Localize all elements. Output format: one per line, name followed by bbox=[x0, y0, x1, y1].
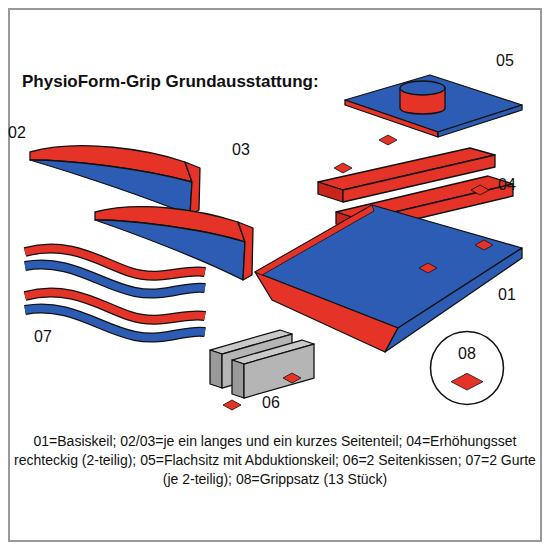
grip-piece bbox=[223, 400, 241, 410]
callout-number: 08 bbox=[458, 345, 476, 363]
diagram-title: PhysioForm-Grip Grundausstattung: bbox=[22, 72, 319, 92]
callout-number: 04 bbox=[498, 176, 516, 194]
caption: 01=Basiskeil; 02/03=je ein langes und ei… bbox=[14, 432, 536, 489]
callout-number: 01 bbox=[498, 286, 516, 304]
grip-piece bbox=[379, 135, 397, 145]
callout-number: 02 bbox=[8, 124, 26, 142]
callout-number: 03 bbox=[232, 141, 250, 159]
callout-number: 07 bbox=[34, 328, 52, 346]
grip-piece bbox=[471, 185, 489, 195]
circle-callout: 08 bbox=[429, 330, 505, 406]
grip-piece bbox=[419, 263, 437, 273]
grip-piece bbox=[334, 163, 352, 173]
callout-number: 05 bbox=[496, 52, 514, 70]
grip-piece bbox=[283, 373, 301, 383]
circle-outline bbox=[429, 330, 505, 406]
callout-number: 06 bbox=[262, 394, 280, 412]
grip-piece bbox=[475, 240, 493, 250]
